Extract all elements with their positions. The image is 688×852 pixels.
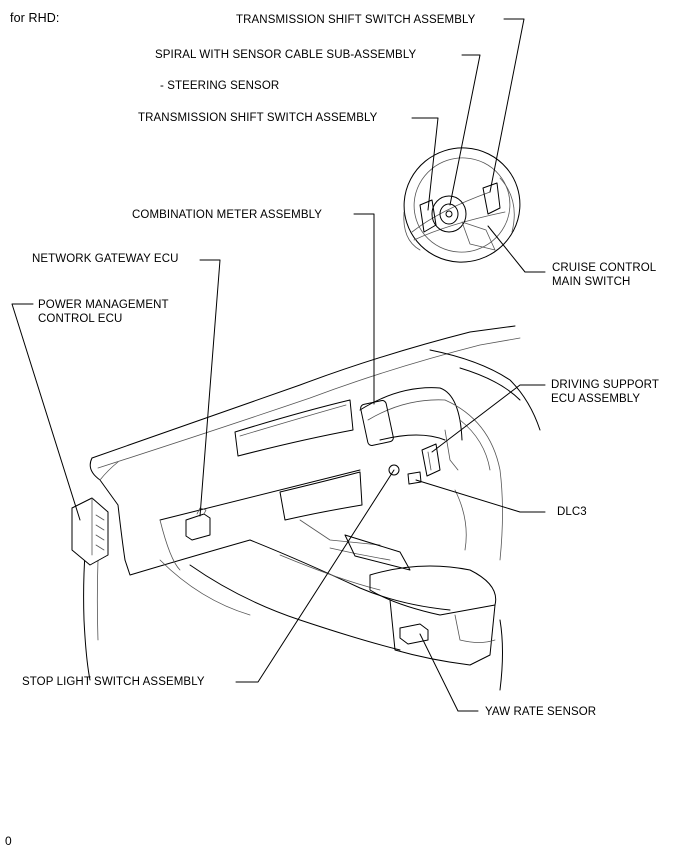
label-spiral-cable: SPIRAL WITH SENSOR CABLE SUB-ASSEMBLY: [155, 49, 417, 61]
label-network-gateway-ecu: NETWORK GATEWAY ECU: [32, 253, 179, 265]
label-stop-light-switch: STOP LIGHT SWITCH ASSEMBLY: [22, 676, 205, 688]
figure-id: 0: [5, 834, 12, 848]
label-driving-support-line2: ECU ASSEMBLY: [551, 393, 641, 405]
label-cruise-control-line2: MAIN SWITCH: [552, 276, 631, 288]
label-yaw-rate-sensor: YAW RATE SENSOR: [485, 706, 597, 718]
label-dlc3: DLC3: [557, 506, 587, 518]
variant-heading: for RHD:: [10, 11, 60, 25]
label-driving-support-line1: DRIVING SUPPORT: [551, 379, 659, 391]
network-gateway-ecu-drawing: [185, 507, 211, 541]
yaw-rate-sensor-drawing: [399, 623, 429, 645]
label-steering-sensor: - STEERING SENSOR: [160, 80, 280, 92]
power-management-ecu-drawing: [71, 497, 109, 566]
leader-lines: [11, 18, 546, 712]
label-combination-meter: COMBINATION METER ASSEMBLY: [132, 209, 323, 221]
label-transmission-shift-switch-mid: TRANSMISSION SHIFT SWITCH ASSEMBLY: [138, 112, 378, 124]
label-transmission-shift-switch-top: TRANSMISSION SHIFT SWITCH ASSEMBLY: [236, 14, 476, 26]
dashboard-drawing: [83, 325, 541, 691]
label-power-management-line1: POWER MANAGEMENT: [38, 299, 169, 311]
label-power-management-line2: CONTROL ECU: [38, 313, 123, 325]
driving-support-ecu-drawing: [421, 443, 441, 477]
label-cruise-control-line1: CRUISE CONTROL: [552, 262, 657, 274]
steering-wheel-drawing: [403, 147, 521, 263]
dlc3-drawing: [407, 471, 422, 485]
